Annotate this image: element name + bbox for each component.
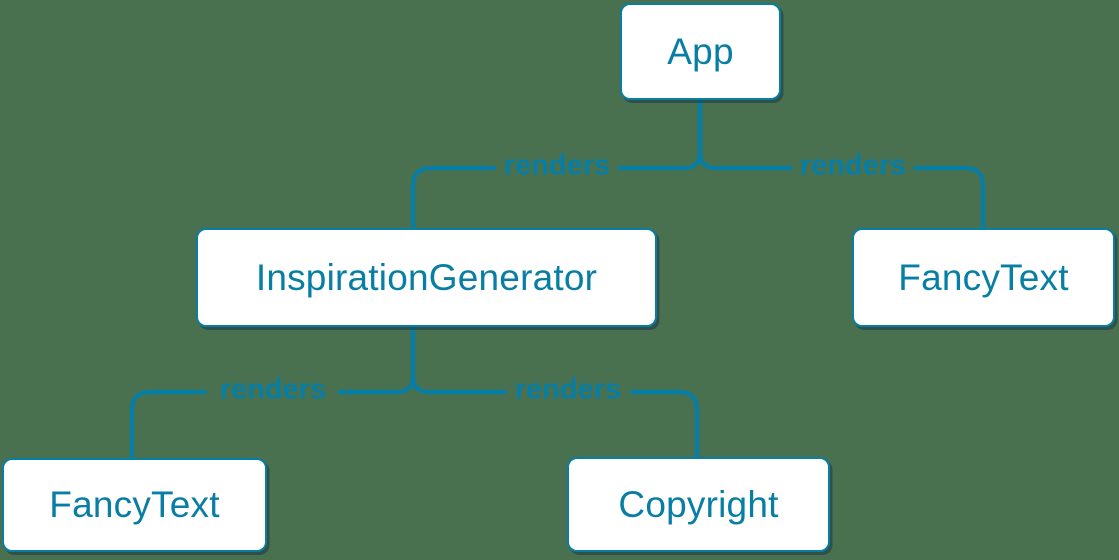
edge-label-renders-inspirationgenerator-copyright: renders <box>514 373 622 406</box>
node-app: App <box>620 3 781 100</box>
node-fancy-text-top-label: FancyText <box>898 256 1069 298</box>
node-inspiration-generator-label: InspirationGenerator <box>255 256 598 298</box>
node-fancy-text-bottom: FancyText <box>2 458 267 552</box>
edge-label-renders-app-inspirationgenerator: renders <box>503 149 611 182</box>
node-fancy-text-top: FancyText <box>852 228 1115 327</box>
node-app-label: App <box>667 30 734 72</box>
node-copyright-label: Copyright <box>618 483 779 525</box>
node-fancy-text-bottom-label: FancyText <box>49 484 220 525</box>
node-inspiration-generator: InspirationGenerator <box>196 228 657 327</box>
node-copyright: Copyright <box>567 457 830 552</box>
edge-label-renders-app-fancytext: renders <box>799 149 907 182</box>
edge-app-to-fancytext <box>697 97 986 231</box>
edge-label-renders-inspirationgenerator-fancytext: renders <box>219 373 327 406</box>
edge-inspirationgenerator-to-copyright <box>410 324 700 460</box>
